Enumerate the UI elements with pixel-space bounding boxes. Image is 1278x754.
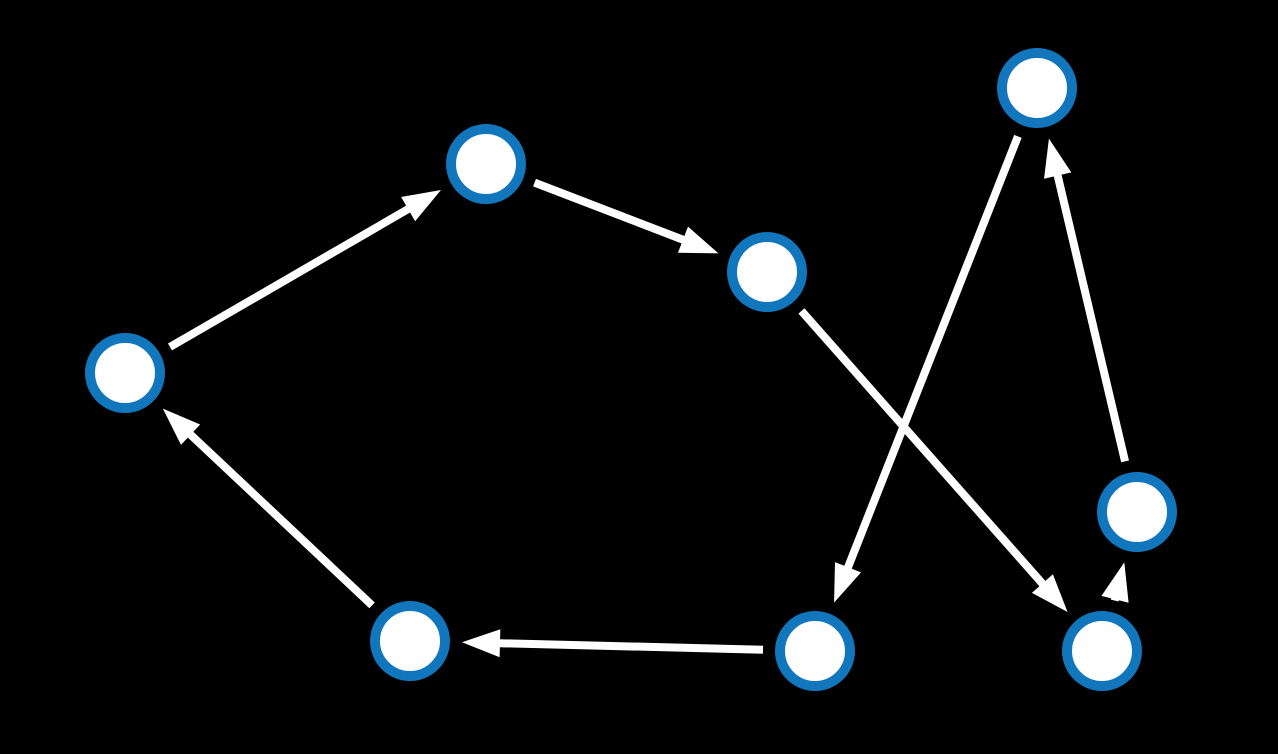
arrowhead-icon <box>677 226 719 254</box>
edge-line-node-middle-to-node-bottom-right <box>798 308 1050 591</box>
edge-line-node-right-to-node-top-right <box>1052 168 1129 463</box>
node-bottom-left <box>370 601 450 681</box>
node-middle <box>727 232 807 312</box>
arrowhead-icon <box>834 562 862 603</box>
arrowhead-icon <box>1031 574 1068 613</box>
node-bottom-middle <box>775 611 855 691</box>
node-left <box>85 333 165 413</box>
node-right <box>1097 472 1177 552</box>
arrowhead-icon <box>162 408 201 445</box>
arrowhead-icon <box>401 190 441 222</box>
edge-line-node-left-to-node-top-left <box>167 202 416 351</box>
edge-line-node-bottom-left-to-node-left <box>183 427 375 609</box>
node-top-left <box>446 124 526 204</box>
arrowhead-icon <box>461 629 501 658</box>
node-top-right <box>997 48 1077 128</box>
edge-line-node-top-right-to-node-bottom-middle <box>842 134 1022 575</box>
arrowhead-icon <box>1101 562 1129 603</box>
arrowhead-icon <box>1044 138 1072 179</box>
node-bottom-right <box>1062 611 1142 691</box>
edge-line-node-bottom-middle-to-node-bottom-left <box>493 639 764 654</box>
edge-line-node-top-left-to-node-middle <box>533 178 691 246</box>
